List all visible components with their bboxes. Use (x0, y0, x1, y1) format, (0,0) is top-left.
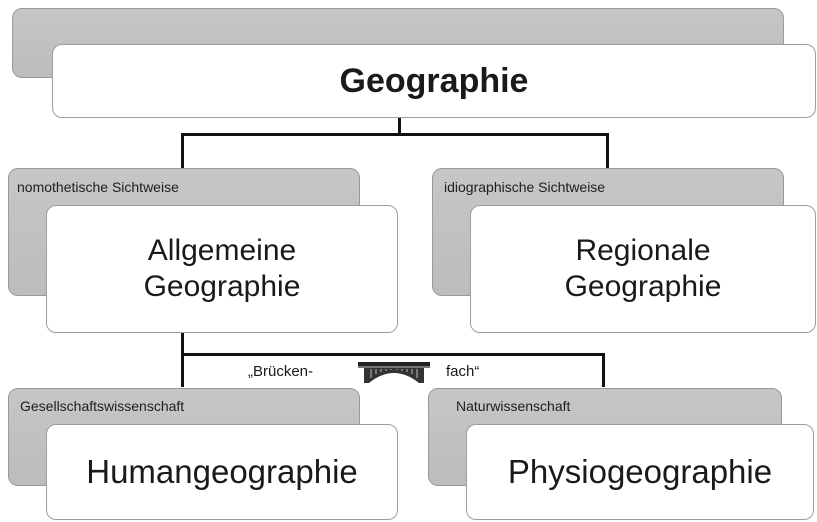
bottom-left-category-label: Gesellschaftswissenschaft (20, 398, 185, 414)
left-perspective-label: nomothetische Sichtweise (17, 179, 179, 195)
right-box: Regionale Geographie (470, 205, 816, 333)
connector-top-bar (181, 133, 609, 136)
bottom-left-box: Humangeographie (46, 424, 398, 520)
connector-bottom-right-drop (602, 353, 605, 387)
right-title-line2: Geographie (564, 270, 722, 303)
right-title-line1: Regionale (575, 234, 711, 267)
bottom-right-box: Physiogeographie (466, 424, 814, 520)
bridge-right-word: fach“ (446, 363, 480, 380)
left-title-line2: Geographie (143, 270, 301, 303)
bottom-right-title: Physiogeographie (507, 453, 773, 490)
bridge-icon (358, 362, 430, 383)
connector-mid-bar (181, 353, 605, 356)
top-box: Geographie (52, 44, 816, 118)
bottom-right-category-label: Naturwissenschaft (456, 398, 571, 414)
right-perspective-label: idiographische Sichtweise (444, 179, 606, 195)
left-title-line1: Allgemeine (147, 234, 297, 267)
connector-right-drop (606, 133, 609, 171)
bridge-left-word: „Brücken- (248, 363, 314, 380)
bottom-left-title: Humangeographie (86, 453, 358, 490)
left-box: Allgemeine Geographie (46, 205, 398, 333)
connector-left-drop (181, 133, 184, 171)
connector-mid-stem (181, 331, 184, 355)
connector-bottom-left-drop (181, 353, 184, 387)
top-title: Geographie (339, 61, 529, 100)
connector-top-stem (398, 118, 401, 135)
